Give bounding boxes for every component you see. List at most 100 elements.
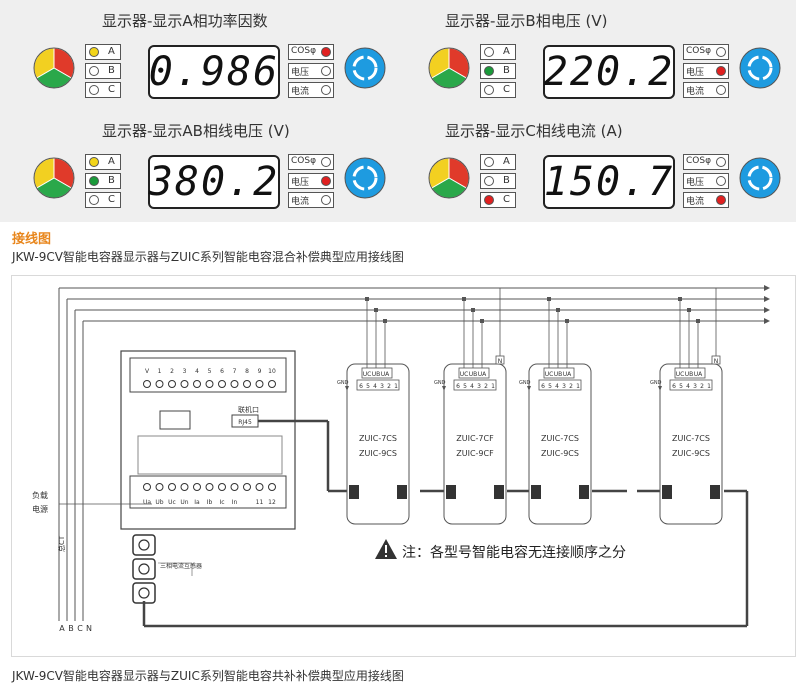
- mode-label: COSφ: [686, 46, 712, 56]
- terminal-screw: [255, 380, 264, 388]
- phase-led: [89, 195, 99, 205]
- terminal-screw: [218, 483, 226, 491]
- wiring-note: 注：各型号智能电容无连接顺序之分: [402, 545, 626, 561]
- rotary-knob-icon: [344, 47, 386, 89]
- mode-label: COSφ: [291, 46, 317, 56]
- current-transformer: 三相电流互感器: [132, 534, 202, 604]
- mode-led: [321, 85, 331, 95]
- module-model-1: ZUIC-7CS: [541, 434, 579, 443]
- phase-indicator: B: [85, 63, 121, 79]
- lcd-value: 150.7: [543, 159, 675, 205]
- mode-label: 电流: [291, 197, 310, 207]
- mode-led: [321, 157, 331, 167]
- terminal-label: 1: [158, 368, 162, 375]
- rj45-port: [662, 485, 672, 499]
- module-pin-label: 6: [456, 383, 460, 390]
- phase-led: [484, 176, 494, 186]
- module-pin-label: 4: [470, 383, 474, 390]
- phase-indicator: C: [480, 192, 516, 208]
- module-pin-label: 2: [484, 383, 488, 390]
- phase-label: C: [77, 624, 83, 633]
- module-pin-label: 3: [477, 383, 481, 390]
- phase-pie-icon: [428, 157, 470, 199]
- module-pin-label: 3: [693, 383, 697, 390]
- link-port-label: 联机口: [238, 405, 259, 414]
- lcd-display: 150.7: [543, 155, 675, 209]
- phase-led: [89, 176, 99, 186]
- phase-label: B: [503, 65, 510, 76]
- terminal-screw: [230, 380, 239, 388]
- mode-indicator: COSφ: [288, 154, 334, 170]
- terminal-screw: [180, 380, 189, 388]
- terminal-screw: [205, 380, 214, 388]
- phase-led: [89, 157, 99, 167]
- mode-led: [716, 66, 726, 76]
- module-pin-label: 6: [672, 383, 676, 390]
- module-pin-label: 1: [707, 383, 711, 390]
- phase-led: [484, 157, 494, 167]
- gnd-label: GND: [434, 380, 446, 386]
- phase-indicator: C: [85, 192, 121, 208]
- phase-indicator: A: [480, 154, 516, 170]
- module-terminal-label: UC: [545, 371, 554, 378]
- neutral-label: N: [498, 358, 503, 365]
- module-terminal-label: UA: [563, 371, 572, 378]
- rotary-knob-icon: [739, 157, 781, 199]
- module-terminal-label: UC: [460, 371, 469, 378]
- rj45-port: [579, 485, 589, 499]
- phase-led: [89, 66, 99, 76]
- rj45-port: [397, 485, 407, 499]
- display-title: 显示器-显示AB相线电压 (V): [102, 122, 290, 140]
- terminal-screw: [168, 483, 176, 491]
- terminal-label: 9: [258, 368, 262, 375]
- mode-led: [321, 176, 331, 186]
- phase-label: A: [59, 624, 65, 633]
- ct-device-label: 三相电流互感器: [160, 562, 202, 570]
- terminal-screw: [218, 380, 226, 388]
- rj45-port: [710, 485, 720, 499]
- module-pin-label: 3: [562, 383, 566, 390]
- terminal-label: In: [232, 499, 238, 506]
- terminal-label: Un: [180, 499, 188, 506]
- bus-arrow: [764, 307, 770, 313]
- terminal-label: 5: [208, 368, 212, 375]
- terminal-label: 12: [268, 499, 276, 506]
- rj45-port: [494, 485, 504, 499]
- caption-mixed-compensation: JKW-9CV智能电容器显示器与ZUIC系列智能电容混合补偿典型应用接线图: [12, 250, 404, 264]
- mode-led: [321, 195, 331, 205]
- terminal-label: V: [145, 368, 150, 375]
- mode-indicator-list: COSφ 电压电流: [288, 154, 334, 211]
- terminal-label: Ic: [219, 499, 224, 506]
- phase-led: [484, 66, 494, 76]
- module-terminal-label: UA: [694, 371, 703, 378]
- module-model-2: ZUIC-9CS: [359, 449, 397, 458]
- gnd-label: GND: [519, 380, 531, 386]
- terminal-screw: [268, 483, 276, 491]
- mode-label: 电压: [291, 178, 310, 188]
- terminal-label: Ua: [143, 499, 151, 506]
- terminal-label: 7: [233, 368, 237, 375]
- module-terminal-label: UB: [469, 371, 478, 378]
- module-terminal-label: UC: [363, 371, 372, 378]
- module-pin-label: 5: [366, 383, 370, 390]
- terminal-screw: [255, 483, 264, 491]
- phase-indicator: B: [480, 63, 516, 79]
- mode-led: [321, 47, 331, 57]
- mode-indicator: 电压: [683, 173, 729, 189]
- signal-cable: [142, 419, 749, 628]
- terminal-screw: [205, 483, 214, 491]
- mode-indicator: 电压: [288, 63, 334, 79]
- section-title: 接线图: [12, 232, 52, 247]
- module-pin-label: 2: [387, 383, 391, 390]
- lcd-value: 380.2: [148, 159, 280, 205]
- mode-label: 电流: [686, 87, 705, 97]
